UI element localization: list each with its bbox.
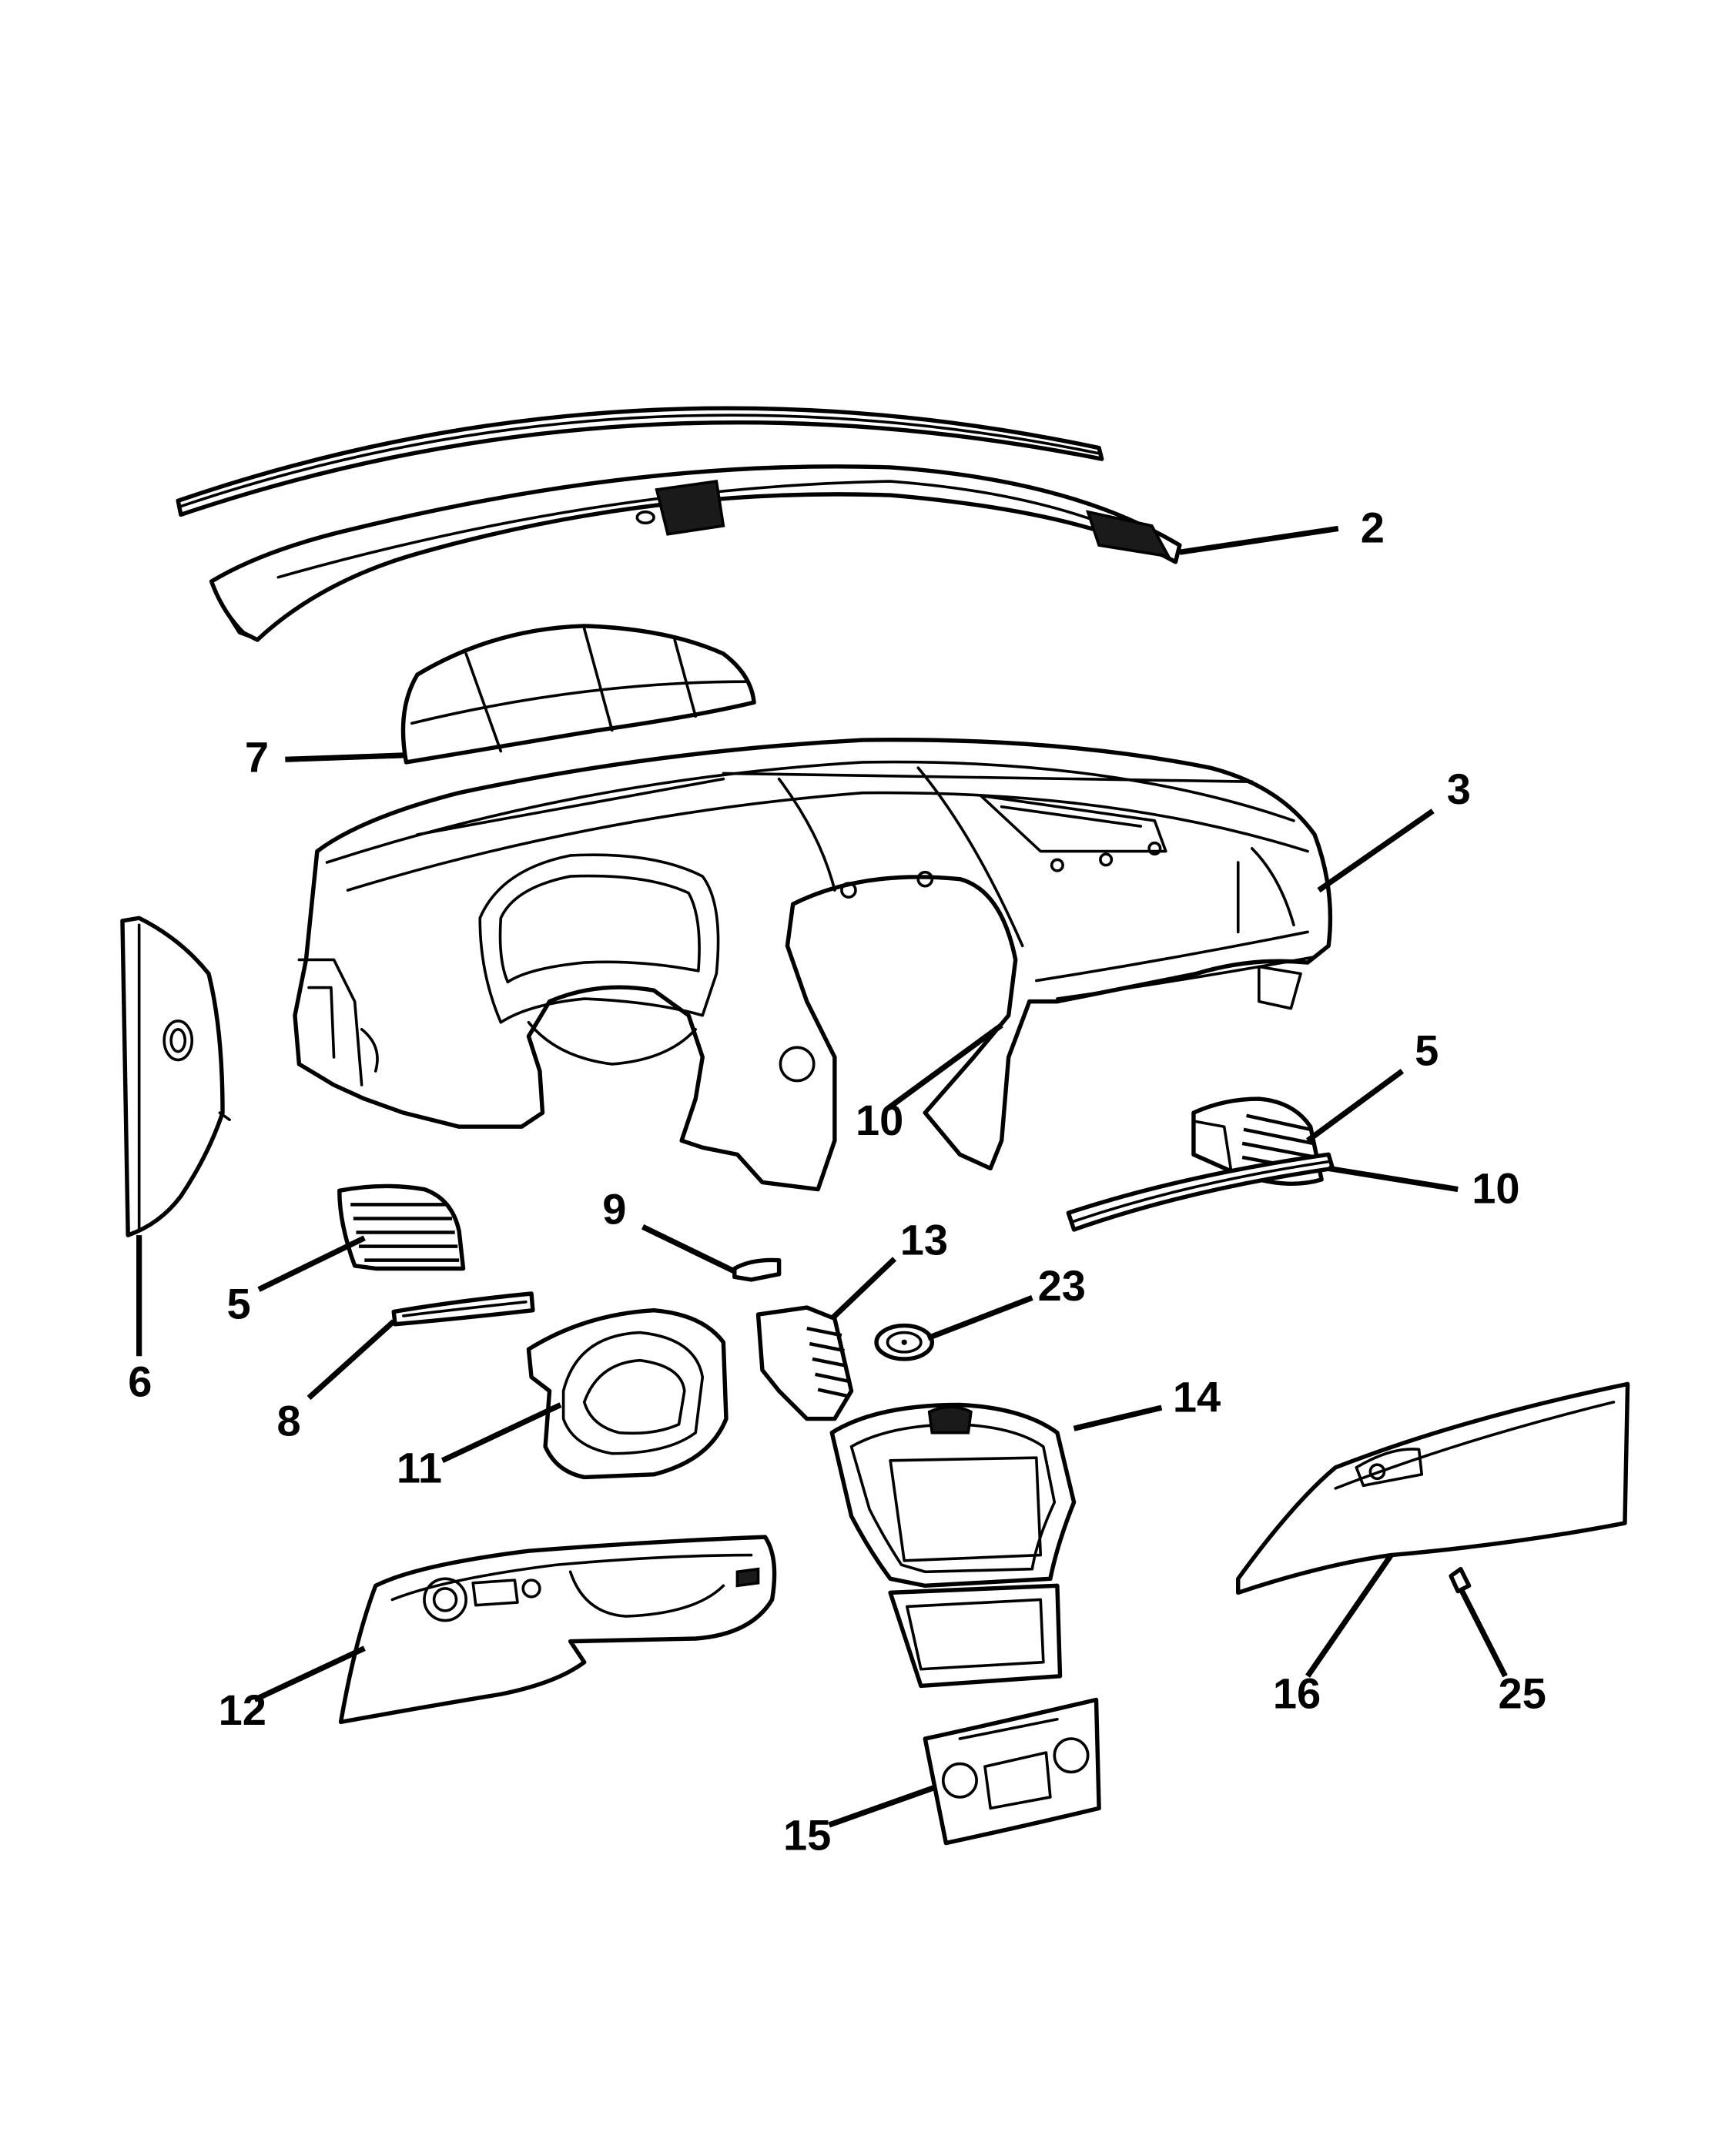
callout-5: 5 (226, 1280, 250, 1328)
windshield-trim-strip (176, 406, 1104, 517)
leader-12 (253, 1645, 366, 1702)
callout-2: 2 (1361, 504, 1385, 552)
leader-11 (440, 1402, 562, 1464)
callout-11: 11 (397, 1444, 442, 1492)
glove-box-striker (1449, 1566, 1472, 1594)
leader-13 (829, 1257, 897, 1321)
callout-10: 10 (856, 1096, 903, 1144)
callout-12: 12 (219, 1686, 266, 1734)
air-outlet-left (337, 1183, 466, 1271)
callout-6: 6 (128, 1358, 152, 1406)
callout-23: 23 (1038, 1261, 1086, 1310)
callouts: 2 3 5 5 6 7 8 9 10 10 11 12 13 14 15 16 … (128, 504, 1546, 1860)
glove-box-door (1236, 1381, 1630, 1595)
center-air-outlet (755, 1305, 854, 1421)
leader-16 (1305, 1553, 1394, 1678)
ip-top-cover (209, 464, 1182, 642)
lower-ip-bolster (338, 1535, 777, 1725)
callout-14: 14 (1173, 1373, 1221, 1421)
small-trim-piece (732, 1257, 782, 1282)
leader-14 (1073, 1404, 1163, 1431)
callout-10: 10 (1472, 1164, 1519, 1213)
analog-clock (874, 1323, 935, 1361)
callout-9: 9 (602, 1185, 626, 1234)
leader-10b (1328, 1165, 1459, 1193)
leader-2 (1179, 525, 1339, 555)
leader-5a (1305, 1069, 1405, 1143)
climate-control-bezel (923, 1697, 1101, 1846)
leader-lines (136, 525, 1508, 1828)
trim-strip-right (1066, 1152, 1335, 1232)
callout-5: 5 (1415, 1026, 1439, 1075)
cluster-bezel (526, 1307, 729, 1480)
callout-16: 16 (1273, 1669, 1321, 1717)
leader-5b (257, 1235, 366, 1292)
callout-7: 7 (245, 733, 269, 782)
callout-3: 3 (1447, 765, 1471, 813)
leader-25 (1458, 1587, 1508, 1678)
ip-end-cap (120, 916, 231, 1237)
leader-9 (641, 1224, 736, 1274)
instrument-panel-main (293, 738, 1333, 1192)
callout-8: 8 (276, 1396, 300, 1445)
center-stack-bezel (829, 1402, 1077, 1689)
leader-8 (306, 1319, 396, 1401)
leader-3 (1317, 808, 1435, 893)
leader-10a (886, 1023, 1003, 1111)
leader-15 (828, 1784, 936, 1828)
callout-25: 25 (1499, 1669, 1546, 1717)
leader-23 (926, 1295, 1033, 1341)
callout-15: 15 (783, 1811, 831, 1860)
leader-7 (285, 752, 404, 762)
callout-13: 13 (900, 1215, 948, 1264)
trim-bezel-left (391, 1291, 535, 1327)
cluster-hood (400, 624, 756, 765)
